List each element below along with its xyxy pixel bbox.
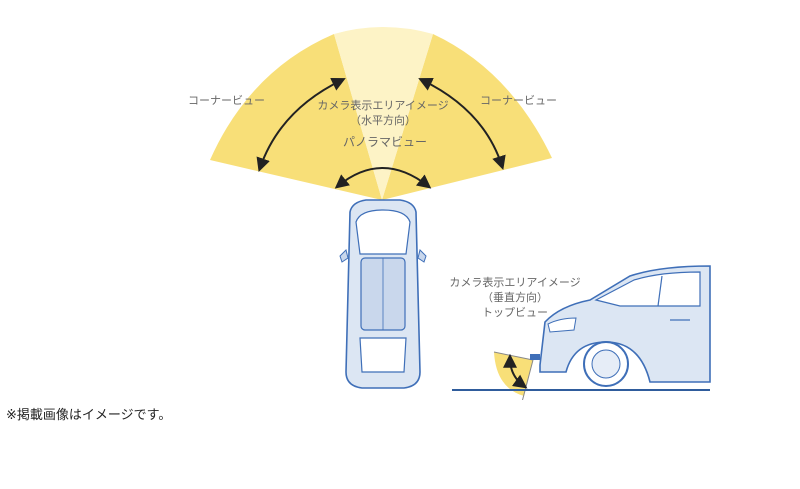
corner-view-label-right: コーナービュー xyxy=(480,94,557,107)
vertical-view-fan xyxy=(493,351,534,400)
corner-view-label-left: コーナービュー xyxy=(188,94,265,107)
camera-view-diagram xyxy=(210,27,711,400)
panorama-view-label: パノラマビュー xyxy=(342,135,427,149)
horizontal-camera-area-line1: カメラ表示エリアイメージ xyxy=(317,99,449,112)
corner-arrow-right xyxy=(418,77,506,170)
top-view-label: トップビュー xyxy=(482,306,548,319)
horizontal-camera-area-line2: （水平方向） xyxy=(350,114,416,127)
car-top-view xyxy=(339,199,427,389)
vertical-camera-area-label: カメラ表示エリアイメージ （垂直方向） トップビュー xyxy=(440,275,590,320)
car-side-view xyxy=(530,265,711,387)
panorama-arrow xyxy=(334,167,432,189)
panorama-view-fan xyxy=(334,27,433,200)
image-disclaimer: ※掲載画像はイメージです。 xyxy=(6,408,172,423)
corner-arrow-left xyxy=(256,77,346,172)
top-view-arrow xyxy=(503,353,528,389)
horizontal-camera-area-label: カメラ表示エリアイメージ （水平方向） xyxy=(308,98,458,128)
vertical-camera-area-line2: （垂直方向） xyxy=(482,291,548,304)
horizontal-arrows xyxy=(256,77,506,189)
vertical-camera-area-line1: カメラ表示エリアイメージ xyxy=(449,276,581,289)
